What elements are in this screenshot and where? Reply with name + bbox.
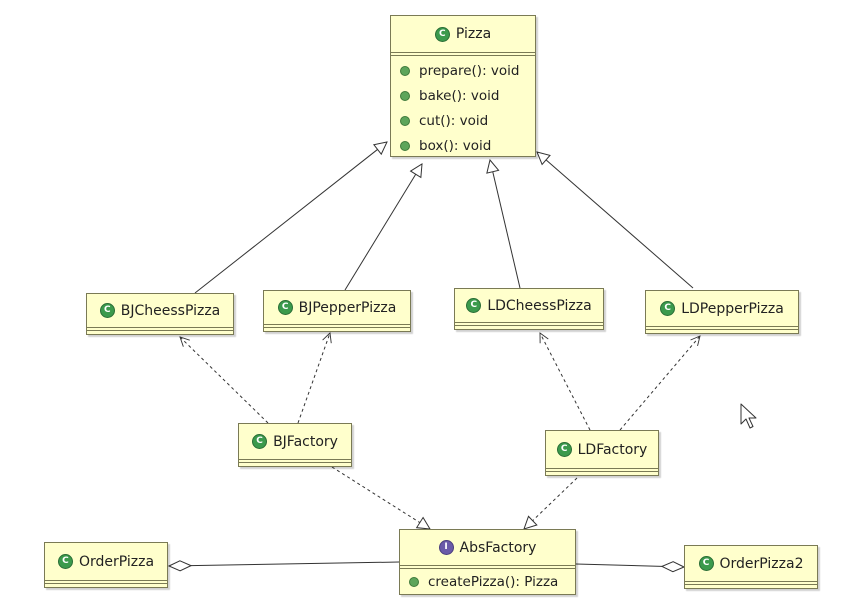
class-bjfactory[interactable]: C BJFactory xyxy=(238,423,352,467)
method-box: box(): void xyxy=(391,133,535,158)
public-method-icon xyxy=(409,576,419,587)
class-c-icon: C xyxy=(556,442,572,457)
class-name: OrderPizza xyxy=(78,553,155,570)
class-pizza[interactable]: C Pizza prepare(): void bake(): void cut… xyxy=(390,15,536,157)
class-ldcheesspizza[interactable]: C LDCheessPizza xyxy=(454,288,604,330)
edge-ldpepper-pizza xyxy=(537,152,694,289)
class-c-icon: C xyxy=(57,554,73,569)
class-c-icon: C xyxy=(660,301,676,316)
public-method-icon xyxy=(400,65,410,76)
public-method-icon xyxy=(400,140,410,151)
class-name: LDPepperPizza xyxy=(681,300,784,317)
class-c-icon: C xyxy=(99,303,115,318)
method-bake: bake(): void xyxy=(391,83,535,108)
class-bjpepperpizza[interactable]: C BJPepperPizza xyxy=(263,290,411,332)
class-ldpepperpizza[interactable]: C LDPepperPizza xyxy=(645,290,799,334)
class-name: BJPepperPizza xyxy=(298,299,397,316)
class-name: LDFactory xyxy=(577,441,648,458)
class-ldfactory[interactable]: C LDFactory xyxy=(545,430,659,476)
edge-bjpepper-pizza xyxy=(344,164,422,291)
mouse-pointer-icon xyxy=(740,403,757,429)
edge-ldfactory-absfactory xyxy=(524,477,578,529)
class-bjcheesspizza[interactable]: C BJCheessPizza xyxy=(86,293,234,335)
class-c-icon: C xyxy=(698,556,714,571)
class-name: LDCheessPizza xyxy=(487,297,592,314)
edge-orderpizza-absfactory xyxy=(169,562,400,566)
interface-absfactory[interactable]: I AbsFactory createPizza(): Pizza xyxy=(399,529,576,595)
edge-ldfactory-ldpepper xyxy=(619,336,700,431)
method-cut: cut(): void xyxy=(391,108,535,133)
edge-ldcheess-pizza xyxy=(490,160,521,289)
edge-bjfactory-bjcheess xyxy=(180,337,269,424)
method-prepare: prepare(): void xyxy=(391,58,535,83)
class-c-icon: C xyxy=(252,434,268,449)
class-c-icon: C xyxy=(466,298,482,313)
public-method-icon xyxy=(400,115,410,126)
edge-bjfactory-absfactory xyxy=(331,466,430,529)
edge-bjfactory-bjpepper xyxy=(297,333,330,424)
class-orderpizza2[interactable]: C OrderPizza2 xyxy=(684,545,818,589)
class-c-icon: C xyxy=(434,26,450,42)
edge-bjcheess-pizza xyxy=(194,142,387,294)
interface-i-icon: I xyxy=(438,540,454,555)
class-name: Pizza xyxy=(455,26,492,42)
public-method-icon xyxy=(400,90,410,101)
class-orderpizza[interactable]: C OrderPizza xyxy=(44,542,168,588)
class-name: AbsFactory xyxy=(459,539,537,556)
class-name: OrderPizza2 xyxy=(719,555,804,572)
method-createpizza: createPizza(): Pizza xyxy=(400,569,575,594)
edge-ldfactory-ldcheess xyxy=(540,333,591,431)
class-c-icon: C xyxy=(277,300,293,315)
class-name: BJFactory xyxy=(273,433,338,450)
edge-orderpizza2-absfactory xyxy=(575,564,684,567)
class-name: BJCheessPizza xyxy=(120,302,221,319)
